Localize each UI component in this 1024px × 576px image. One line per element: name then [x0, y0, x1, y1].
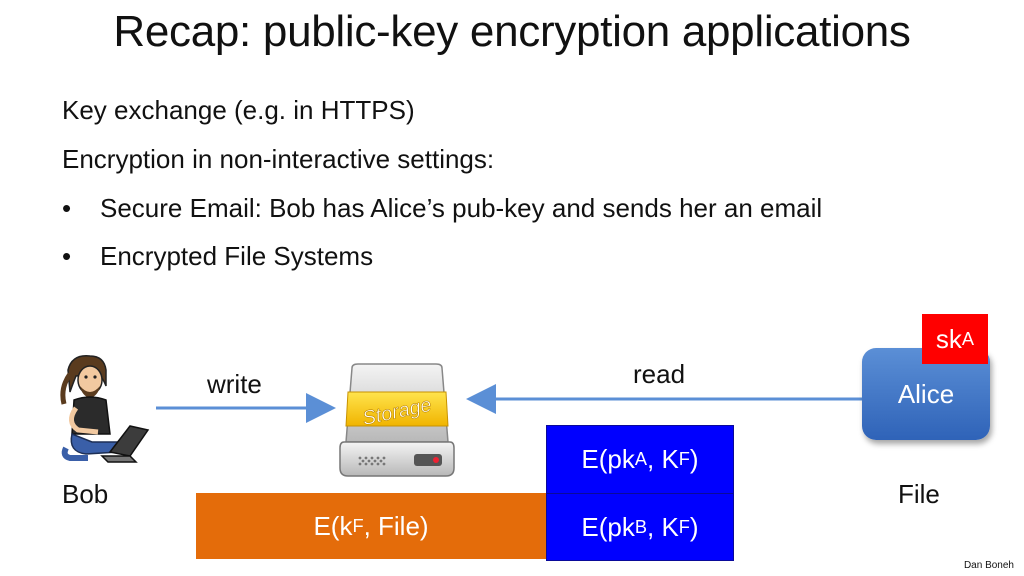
enc-pkA-sub2: F [678, 449, 690, 469]
enc-pkA-mid: , K [647, 444, 679, 474]
enc-pkA-sub1: A [634, 449, 647, 469]
storage-label: Storage [360, 394, 434, 431]
storage-drive-icon [339, 363, 455, 477]
file-label: File [898, 479, 940, 509]
bullet-encrypted-fs: Encrypted File Systems [100, 241, 374, 271]
bullet-secure-email: Secure Email: Bob has Alice’s pub-key an… [100, 193, 823, 223]
write-label: write [207, 369, 262, 399]
enc-file-pre: E(k [313, 510, 353, 541]
enc-pkA-pre: E(pk [581, 444, 635, 474]
enc-pkB-pre: E(pk [581, 511, 635, 542]
enc-pkB-sub1: B [634, 516, 647, 537]
bullet-dot-fs: • [62, 241, 72, 271]
alice-label: Alice [897, 378, 955, 409]
enc-pkB-mid: , K [647, 511, 679, 542]
enc-file-sub1: F [352, 515, 364, 536]
enc-pkB-post: ) [689, 511, 699, 542]
slide-title: Recap: public-key encryption application… [113, 7, 911, 56]
footer-author: Dan Boneh [963, 560, 1014, 571]
key-exchange-line: Key exchange (e.g. in HTTPS) [62, 95, 415, 125]
enc-file-post: , File) [363, 510, 429, 541]
bullet-dot-email: • [62, 193, 72, 223]
enc-pkB-sub2: F [678, 516, 690, 537]
sk-base: sk [935, 323, 962, 354]
bob-laptop-icon [60, 355, 150, 463]
non-interactive-line: Encryption in non-interactive settings: [62, 144, 495, 174]
bob-label: Bob [62, 479, 109, 509]
read-label: read [633, 359, 686, 389]
enc-pkA-post: ) [689, 444, 699, 474]
sk-sub: A [961, 328, 975, 349]
